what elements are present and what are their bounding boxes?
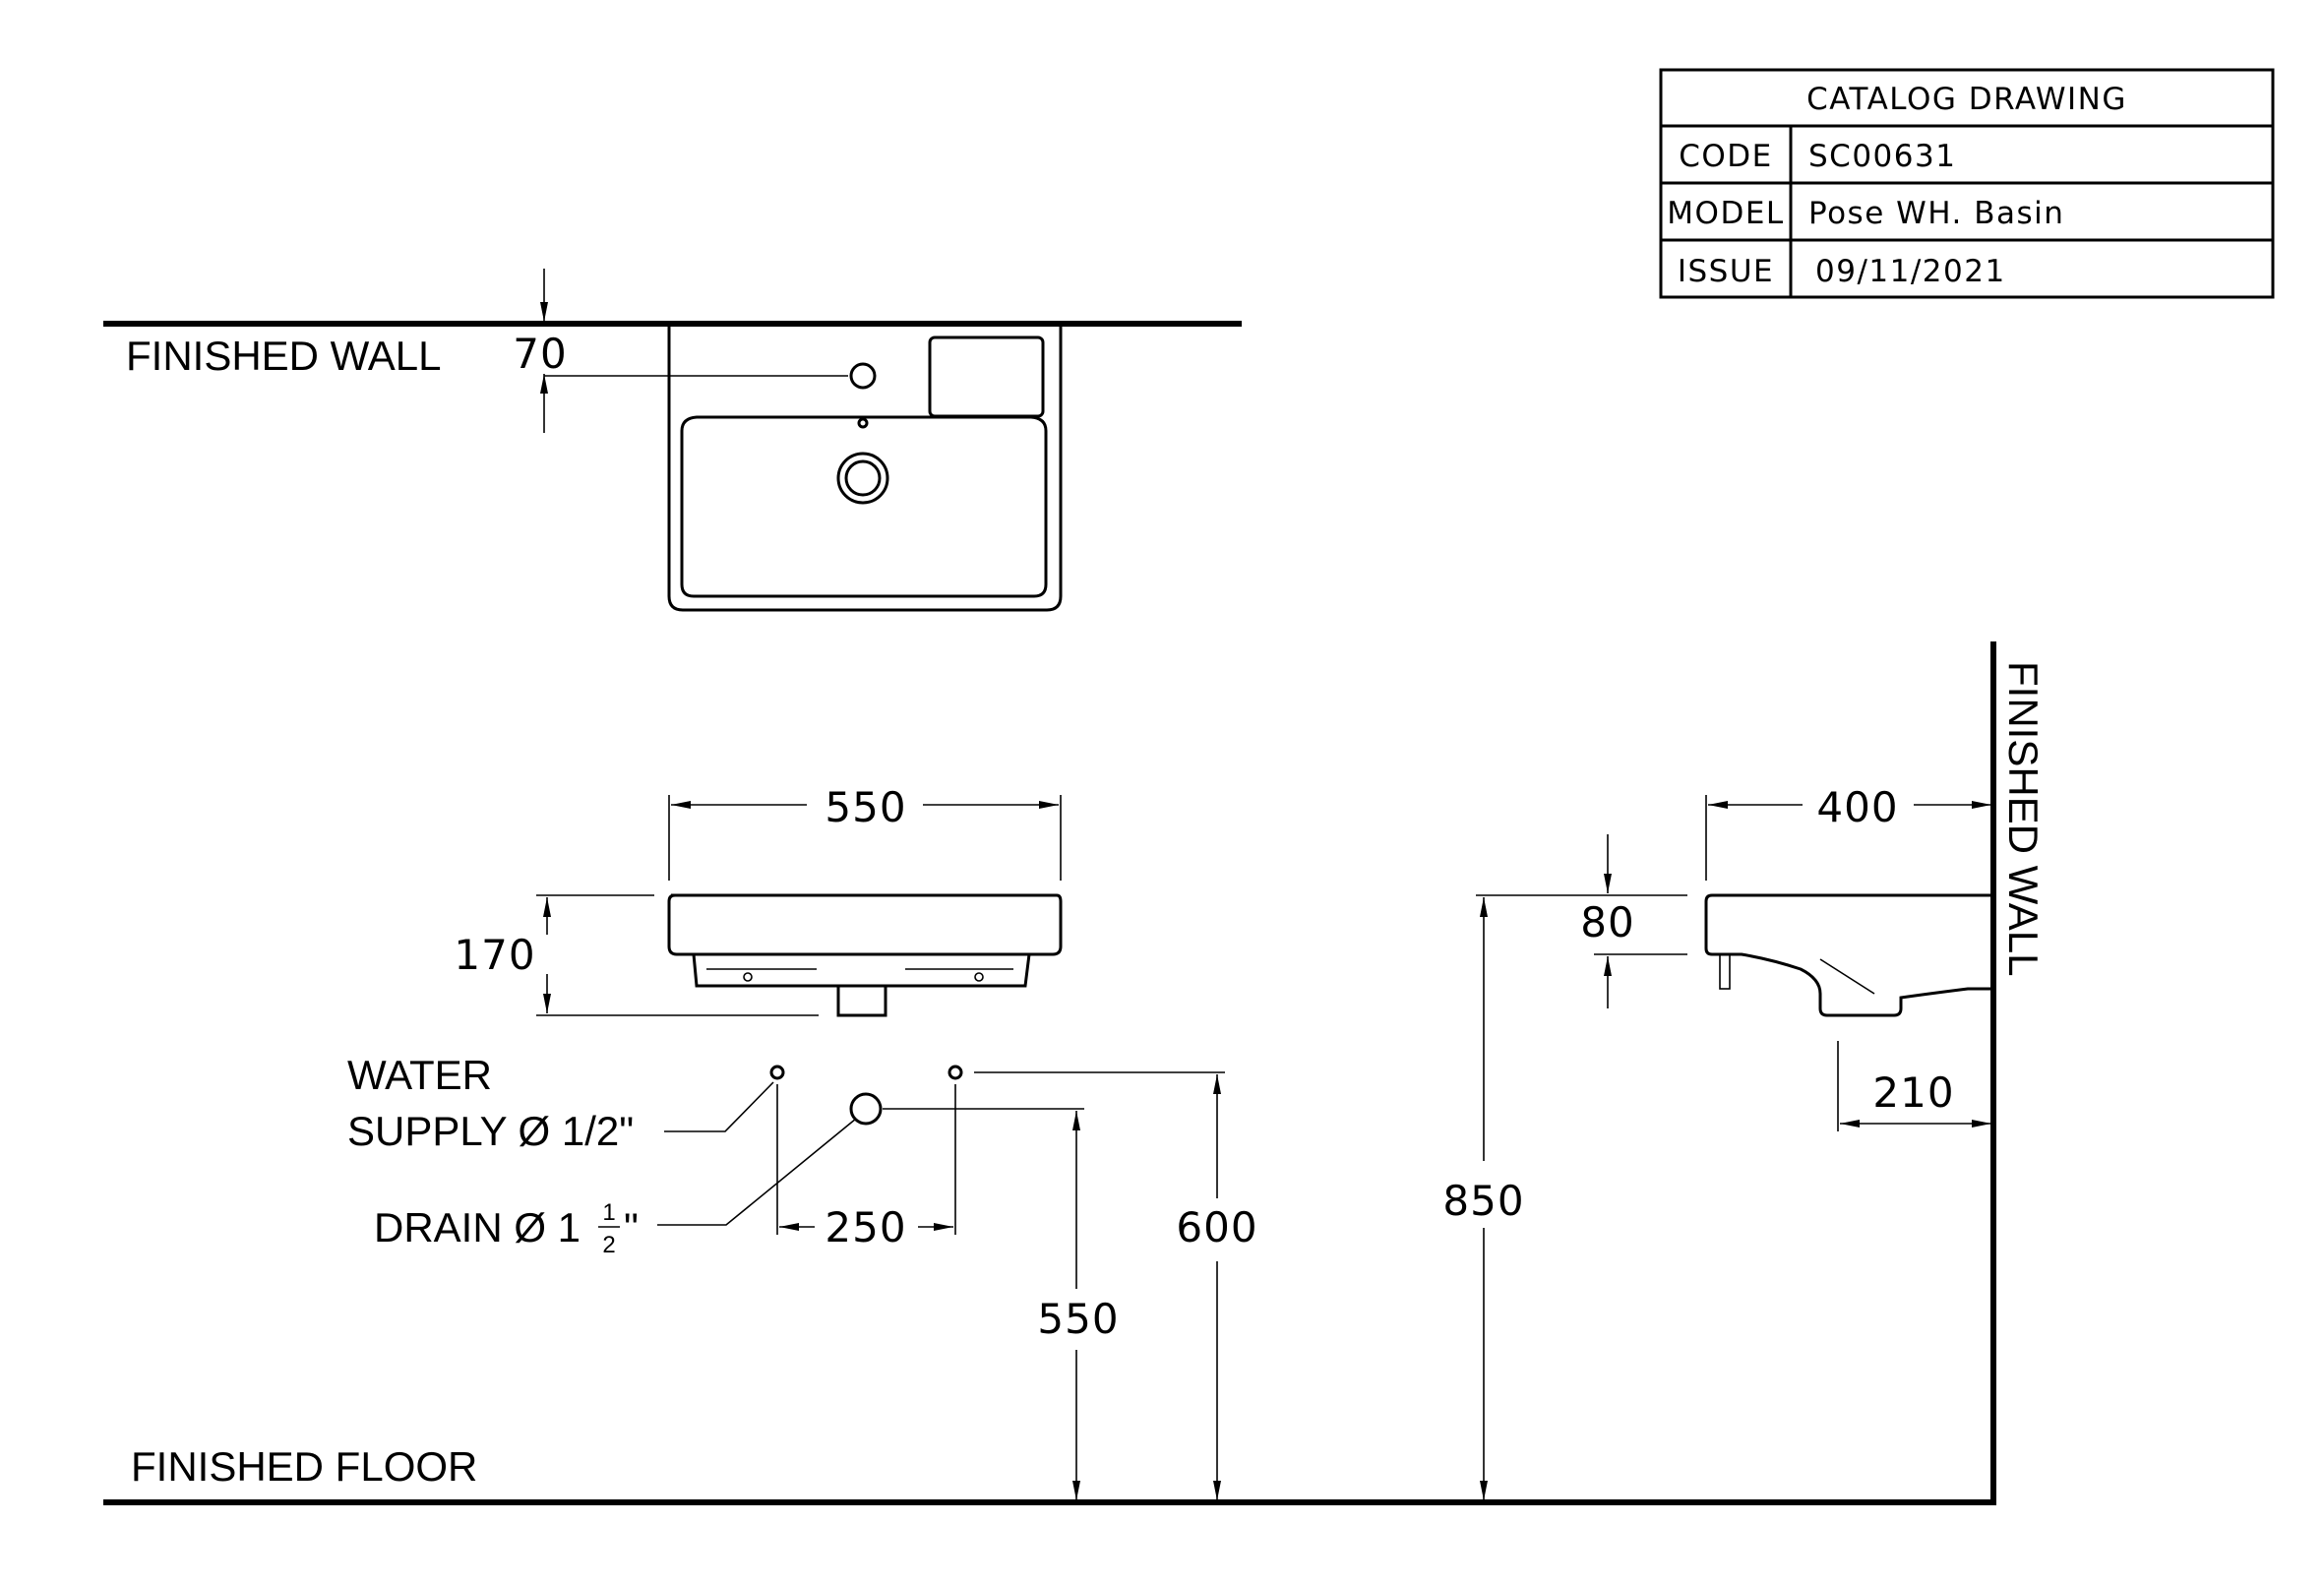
dim-side-depth: 400 xyxy=(1816,783,1898,831)
water-supply-label-2: SUPPLY Ø 1/2" xyxy=(347,1108,634,1154)
drain-quote: " xyxy=(624,1204,639,1250)
front-view: 550 170 xyxy=(454,783,1063,1017)
floor: FINISHED FLOOR xyxy=(103,1443,1996,1505)
water-supply-right xyxy=(948,1065,963,1080)
dim-side-rim: 80 xyxy=(1580,898,1634,946)
title-block-issue-value: 09/11/2021 xyxy=(1815,254,2006,289)
title-block-header: CATALOG DRAWING xyxy=(1806,82,2127,117)
title-block-model-label: MODEL xyxy=(1667,196,1784,231)
dim-front-width: 550 xyxy=(825,783,906,831)
faucet-hole xyxy=(849,362,877,390)
drain-inner xyxy=(844,459,882,497)
dim-supply-height: 600 xyxy=(1176,1203,1257,1251)
title-block-code-label: CODE xyxy=(1679,139,1773,174)
title-block: CATALOG DRAWING CODE SC00631 MODEL Pose … xyxy=(1659,68,2275,299)
plan-view: FINISHED WALL 70 xyxy=(103,269,1242,612)
dim-side-drain-offset: 210 xyxy=(1872,1068,1954,1117)
dim-rim-height: 850 xyxy=(1442,1177,1524,1225)
drain-label: DRAIN Ø 1 xyxy=(374,1204,581,1250)
water-supply-left xyxy=(769,1065,785,1080)
supply-drain-layout: WATER SUPPLY Ø 1/2" DRAIN Ø 1 1 2 " 250 … xyxy=(347,1052,1257,1500)
title-block-model-value: Pose WH. Basin xyxy=(1808,196,2064,231)
dim-top-offset: 70 xyxy=(513,330,567,378)
dim-front-height: 170 xyxy=(454,931,535,979)
drain-frac-den: 2 xyxy=(602,1232,615,1258)
finished-floor-label: FINISHED FLOOR xyxy=(131,1443,477,1490)
dim-supply-spacing: 250 xyxy=(825,1203,906,1251)
finished-wall-top-label: FINISHED WALL xyxy=(126,333,442,379)
title-block-issue-label: ISSUE xyxy=(1678,254,1774,289)
water-supply-label-1: WATER xyxy=(347,1052,492,1098)
drain-outlet xyxy=(849,1092,883,1126)
drain-frac-num: 1 xyxy=(602,1199,615,1226)
title-block-code-value: SC00631 xyxy=(1808,139,1956,174)
drain-outer xyxy=(836,452,889,505)
dim-drain-height: 550 xyxy=(1037,1295,1119,1343)
finished-wall-side-label: FINISHED WALL xyxy=(2000,661,2047,977)
side-view: FINISHED WALL 400 80 850 210 xyxy=(1442,641,2047,1502)
